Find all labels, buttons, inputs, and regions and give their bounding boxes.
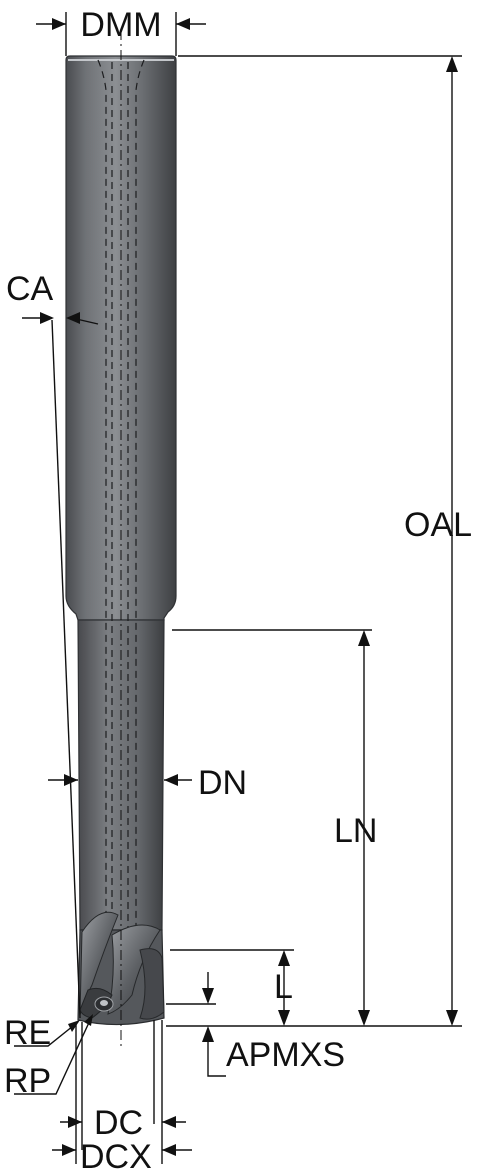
label-apmxs: APMXS: [226, 1036, 345, 1074]
label-l: L: [274, 968, 293, 1006]
label-dmm: DMM: [80, 6, 161, 44]
coolant-exit-highlight: [100, 1000, 108, 1006]
arrowheads: [40, 18, 458, 1156]
flute-3: [139, 948, 165, 1020]
tool-body: [65, 55, 177, 1026]
label-dcx: DCX: [80, 1138, 152, 1174]
label-dn: DN: [198, 764, 247, 802]
label-ca: CA: [6, 270, 54, 308]
label-rp: RP: [4, 1062, 51, 1100]
label-oal: OAL: [404, 506, 472, 544]
dimension-labels: DMM CA OAL DN LN L APMXS RE RP DC DCX: [4, 6, 472, 1174]
dimension-lines: [14, 12, 462, 1164]
label-re: RE: [4, 1014, 51, 1052]
coolant-channels: [97, 59, 145, 1000]
label-ln: LN: [334, 812, 377, 850]
label-dc: DC: [94, 1104, 143, 1142]
